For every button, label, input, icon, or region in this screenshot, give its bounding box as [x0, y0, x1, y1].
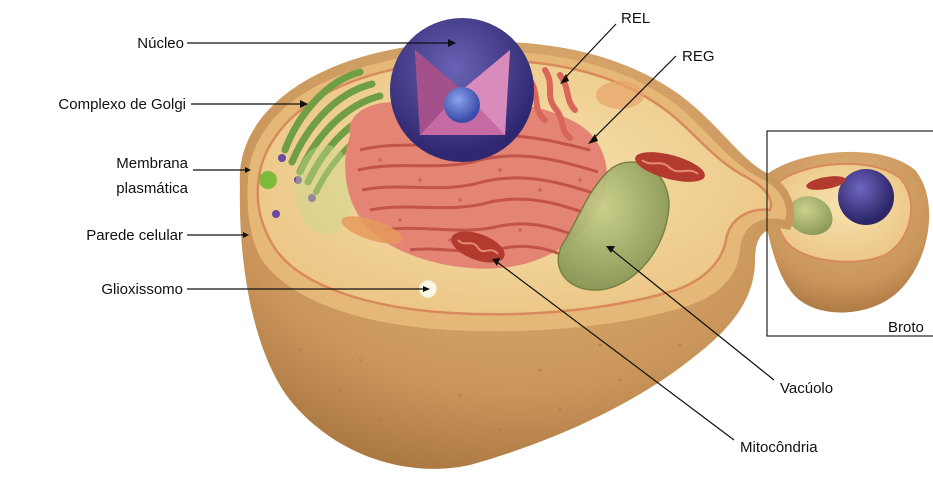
nucleolus — [444, 87, 480, 123]
label-parede: Parede celular — [86, 227, 183, 244]
label-mitocondria: Mitocôndria — [740, 439, 818, 456]
bud-nucleus — [838, 169, 894, 225]
nucleus — [390, 18, 534, 162]
label-reg: REG — [682, 48, 715, 65]
label-nucleo: Núcleo — [137, 35, 184, 52]
label-membrana-line2: plasmática — [116, 180, 188, 197]
label-membrana-line1: Membrana — [116, 155, 188, 172]
small-vesicle — [259, 171, 277, 189]
label-vacuolo: Vacúolo — [780, 380, 833, 397]
label-rel: REL — [621, 10, 650, 27]
label-golgi: Complexo de Golgi — [58, 96, 186, 113]
bud-cell — [760, 152, 929, 313]
label-broto: Broto — [888, 319, 924, 336]
broto-clip: Broto — [888, 319, 924, 336]
label-glioxissomo: Glioxissomo — [101, 281, 183, 298]
